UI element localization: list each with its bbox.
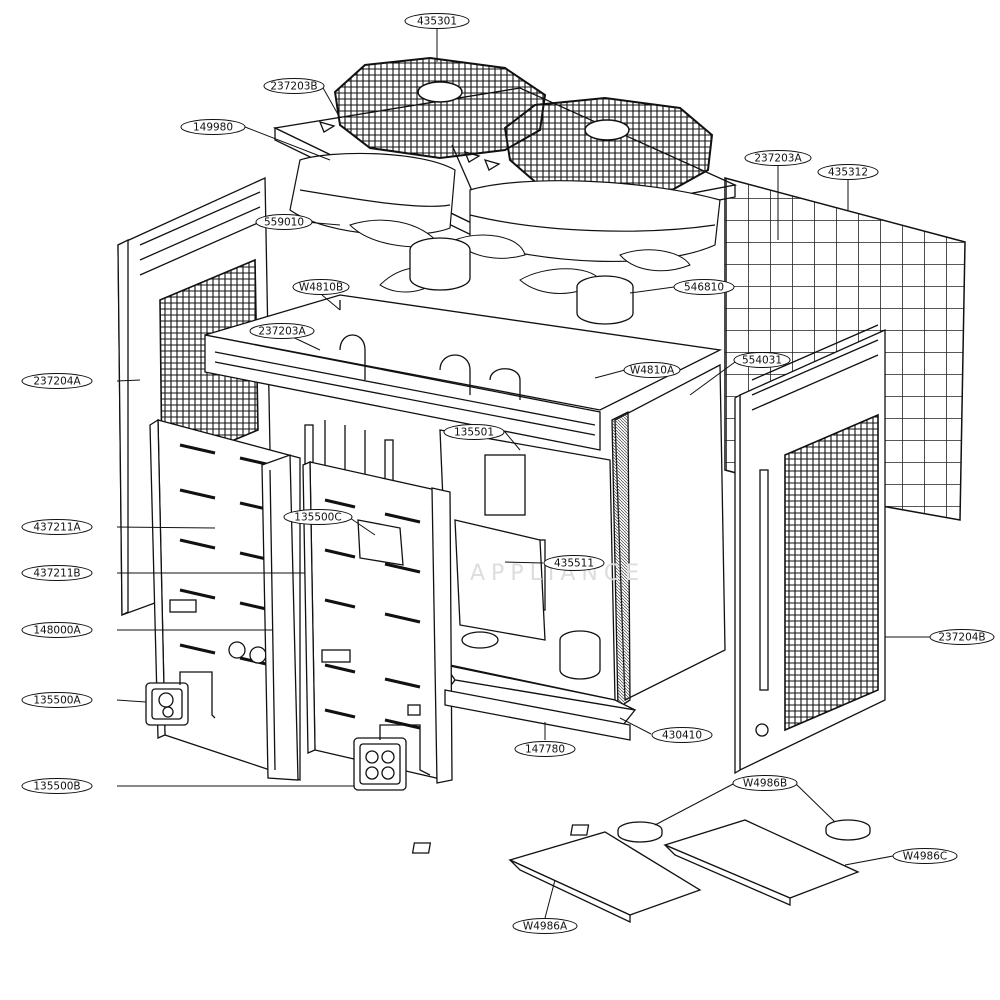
callout-148000A: 148000A — [21, 622, 93, 638]
callout-label: 435312 — [828, 167, 868, 179]
callout-430410: 430410 — [651, 727, 713, 743]
callout-237203B: 237203B — [263, 78, 325, 94]
callout-label: 430410 — [662, 730, 702, 742]
callout-label: 437211A — [33, 522, 81, 534]
fan-shrouds — [289, 152, 721, 263]
callouts: 435301 237203B 149980 237203A 435312 559… — [21, 13, 995, 934]
callout-237204A: 237204A — [21, 373, 93, 389]
callout-label: W4986A — [523, 921, 568, 933]
callout-437211A: 437211A — [21, 519, 93, 535]
callout-label: 437211B — [33, 568, 80, 580]
callout-label: 237203B — [270, 81, 317, 93]
callout-label: 149980 — [193, 122, 233, 134]
leader-lines — [116, 28, 932, 919]
callout-label: 546810 — [684, 282, 724, 294]
callout-135500C: 135500C — [283, 509, 353, 525]
callout-437211B: 437211B — [21, 565, 93, 581]
callout-label: 435511 — [554, 558, 594, 570]
callout-label: 554031 — [742, 355, 782, 367]
callout-135500A: 135500A — [21, 692, 93, 708]
callout-label: W4986C — [903, 851, 947, 863]
callout-label: 135500B — [33, 781, 80, 793]
callout-label: W4810B — [299, 282, 343, 294]
callout-W4986A: W4986A — [512, 918, 578, 934]
callout-W4986C: W4986C — [892, 848, 958, 864]
callout-149980: 149980 — [180, 119, 246, 135]
callout-147780: 147780 — [514, 741, 576, 757]
callout-435301: 435301 — [404, 13, 470, 29]
callout-237204B: 237204B — [929, 629, 995, 645]
callout-label: 135500A — [33, 695, 81, 707]
fan-guard-right — [503, 96, 714, 198]
base-rail-147780 — [444, 689, 631, 741]
callout-label: 148000A — [33, 625, 81, 637]
cable-loops — [179, 671, 431, 776]
callout-W4810A: W4810A — [623, 362, 681, 378]
unit-body — [204, 294, 726, 736]
callout-559010: 559010 — [255, 214, 313, 230]
right-side-panel — [734, 324, 886, 775]
bottom-plate-W4986A — [411, 831, 702, 924]
callout-135500B: 135500B — [21, 778, 93, 794]
callout-label: 559010 — [264, 217, 304, 229]
pipe-cover-135500B — [353, 737, 407, 791]
callout-237203A-top: 237203A — [744, 150, 812, 166]
callout-label: 237204A — [33, 376, 81, 388]
service-panel-148000A — [261, 454, 299, 781]
callout-135501: 135501 — [443, 424, 505, 440]
callout-435511: 435511 — [543, 555, 605, 571]
callout-label: 147780 — [525, 744, 565, 756]
callout-label: 135500C — [294, 512, 341, 524]
callout-label: 135501 — [454, 427, 494, 439]
callout-label: 435301 — [417, 16, 457, 28]
callout-label: W4986B — [743, 778, 787, 790]
callout-W4986B: W4986B — [732, 775, 798, 791]
rubber-pads — [617, 819, 871, 843]
fan-motors — [409, 237, 634, 325]
callout-546810: 546810 — [673, 279, 735, 295]
bottom-plate-W4986C — [570, 819, 860, 906]
callout-435312: 435312 — [817, 164, 879, 180]
callout-237203A-mid: 237203A — [249, 323, 315, 339]
callout-label: 237203A — [258, 326, 306, 338]
callout-W4810B: W4810B — [292, 279, 350, 295]
callout-label: W4810A — [630, 365, 675, 377]
callout-label: 237203A — [754, 153, 802, 165]
callout-554031: 554031 — [733, 352, 791, 368]
pipe-cover-135500A — [145, 682, 189, 726]
callout-label: 237204B — [938, 632, 985, 644]
